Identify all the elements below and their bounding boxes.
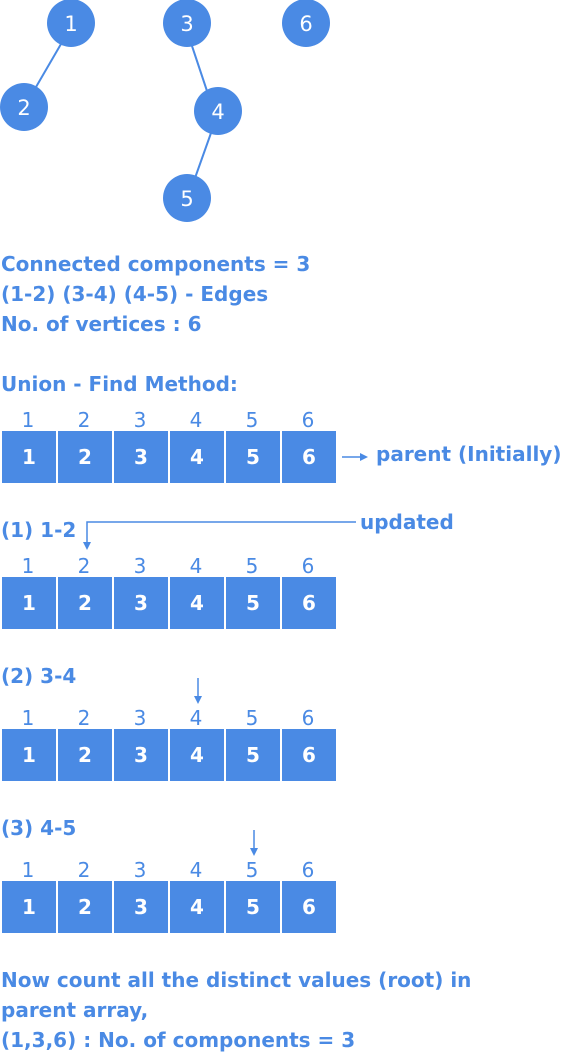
- index-label: 3: [133, 408, 147, 432]
- step-label: (1) 1-2: [1, 518, 77, 542]
- node-label: 6: [299, 12, 312, 36]
- edge-4-5: [194, 132, 212, 179]
- step-label: (3) 4-5: [1, 816, 77, 840]
- array-cell: 6: [282, 881, 336, 933]
- index-label: 6: [301, 706, 315, 730]
- index-label: 5: [245, 858, 259, 882]
- array-cell: 2: [58, 431, 112, 483]
- conclusion-line-2: parent array,: [1, 998, 149, 1022]
- array-cell: 3: [114, 729, 168, 781]
- array-cell: 3: [114, 577, 168, 629]
- index-label: 6: [301, 408, 315, 432]
- array-cell: 4: [170, 729, 224, 781]
- node-label: 5: [180, 187, 193, 211]
- array-cell: 1: [2, 729, 56, 781]
- step2-arrow-head: [194, 696, 202, 704]
- array-cell: 1: [2, 431, 56, 483]
- step3-arrow-head: [250, 848, 258, 856]
- index-label: 5: [245, 554, 259, 578]
- index-label: 1: [21, 706, 35, 730]
- array-cell: 3: [114, 881, 168, 933]
- index-label: 3: [133, 706, 147, 730]
- array-cell: 2: [58, 729, 112, 781]
- parent-initial-label: parent (Initially): [376, 442, 562, 466]
- index-label: 2: [77, 554, 91, 578]
- array-cell: 2: [58, 881, 112, 933]
- updated-arrow-head: [83, 542, 91, 550]
- conclusion-line-3: (1,3,6) : No. of components = 3: [1, 1028, 356, 1052]
- edges-summary: (1-2) (3-4) (4-5) - Edges: [1, 282, 269, 306]
- array-cell: 1: [2, 881, 56, 933]
- index-label: 5: [245, 706, 259, 730]
- node-label: 2: [17, 96, 30, 120]
- graph-node-5: 5: [163, 174, 211, 222]
- array-cell: 5: [226, 431, 280, 483]
- index-label: 2: [77, 408, 91, 432]
- parent-arrow-head: [360, 453, 368, 461]
- index-label: 4: [189, 858, 203, 882]
- array-cell: 5: [226, 729, 280, 781]
- updated-label: updated: [360, 510, 454, 534]
- array-cell: 6: [282, 577, 336, 629]
- node-label: 4: [211, 100, 224, 124]
- array-cell: 4: [170, 577, 224, 629]
- array-cell: 5: [226, 577, 280, 629]
- index-label: 3: [133, 858, 147, 882]
- node-label: 1: [64, 12, 77, 36]
- conclusion-line-1: Now count all the distinct values (root)…: [1, 968, 472, 992]
- edge-1-2: [35, 43, 62, 88]
- index-label: 6: [301, 554, 315, 578]
- array-cell: 4: [170, 881, 224, 933]
- node-label: 3: [180, 12, 193, 36]
- graph-node-4: 4: [194, 87, 242, 135]
- graph-node-6: 6: [282, 0, 330, 47]
- vertices-summary: No. of vertices : 6: [1, 312, 202, 336]
- array-cell: 6: [282, 431, 336, 483]
- components-summary: Connected components = 3: [1, 252, 311, 276]
- index-label: 6: [301, 858, 315, 882]
- index-label: 2: [77, 858, 91, 882]
- index-label: 5: [245, 408, 259, 432]
- array-cell: 2: [58, 577, 112, 629]
- array-cell: 6: [282, 729, 336, 781]
- updated-connector: [86, 521, 356, 544]
- array-cell: 3: [114, 431, 168, 483]
- index-label: 1: [21, 408, 35, 432]
- method-title: Union - Find Method:: [1, 372, 238, 396]
- graph-node-3: 3: [163, 0, 211, 47]
- index-label: 3: [133, 554, 147, 578]
- array-cell: 1: [2, 577, 56, 629]
- graph-node-1: 1: [47, 0, 95, 47]
- index-label: 1: [21, 554, 35, 578]
- index-label: 4: [189, 554, 203, 578]
- step-label: (2) 3-4: [1, 664, 77, 688]
- index-label: 4: [189, 408, 203, 432]
- array-cell: 5: [226, 881, 280, 933]
- array-cell: 4: [170, 431, 224, 483]
- index-label: 1: [21, 858, 35, 882]
- edge-3-4: [191, 45, 208, 92]
- index-label: 4: [189, 706, 203, 730]
- index-label: 2: [77, 706, 91, 730]
- graph-node-2: 2: [0, 83, 48, 131]
